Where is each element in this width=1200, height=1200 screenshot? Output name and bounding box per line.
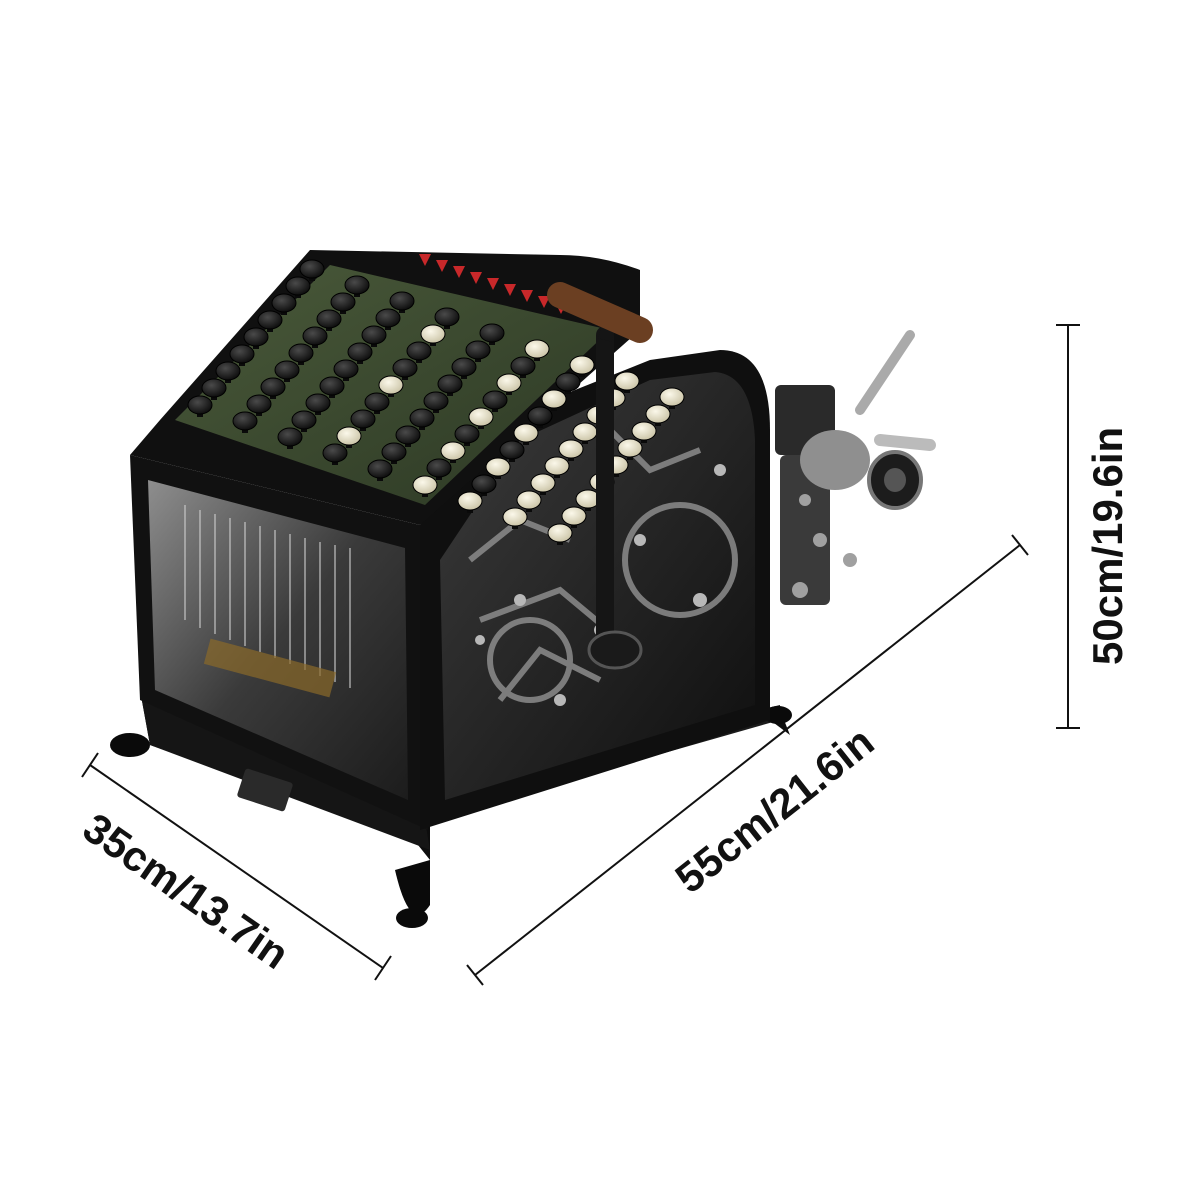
key-dark: [288, 343, 314, 363]
key-dark: [187, 395, 213, 415]
dimension-height: 50cm/19.6in: [1056, 324, 1131, 729]
key-dark: [361, 325, 387, 345]
key-light: [336, 426, 362, 446]
key-dark: [426, 458, 452, 478]
key-red: [453, 266, 465, 278]
key-dark: [291, 410, 317, 430]
key-light: [496, 373, 522, 393]
key-light: [530, 473, 556, 493]
key-dark: [364, 392, 390, 412]
key-red: [504, 284, 516, 296]
key-light: [617, 438, 643, 458]
key-dark: [246, 394, 272, 414]
depth-label: 35cm/13.7in: [75, 804, 298, 978]
key-dark: [454, 424, 480, 444]
key-red: [487, 278, 499, 290]
key-light: [378, 375, 404, 395]
key-dark: [333, 359, 359, 379]
key-dark: [260, 377, 286, 397]
key-red: [521, 290, 533, 302]
key-red: [419, 254, 431, 266]
key-dark: [381, 442, 407, 462]
key-dark: [347, 342, 373, 362]
key-dark: [499, 440, 525, 460]
key-dark: [229, 344, 255, 364]
key-dark: [395, 425, 421, 445]
key-light: [457, 491, 483, 511]
width-label: 55cm/21.6in: [666, 718, 882, 902]
key-dark: [437, 374, 463, 394]
key-dark: [232, 411, 258, 431]
key-dark: [479, 323, 505, 343]
key-dark: [555, 372, 581, 392]
key-dark: [344, 275, 370, 295]
key-dark: [375, 308, 401, 328]
key-light: [572, 422, 598, 442]
key-light: [645, 404, 671, 424]
key-dark: [319, 376, 345, 396]
key-dark: [302, 326, 328, 346]
key-dark: [367, 459, 393, 479]
key-dark: [305, 393, 331, 413]
key-light: [485, 457, 511, 477]
key-dark: [277, 427, 303, 447]
key-light: [468, 407, 494, 427]
key-red: [436, 260, 448, 272]
key-light: [502, 507, 528, 527]
key-dark: [330, 292, 356, 312]
key-dark: [243, 327, 269, 347]
key-light: [541, 389, 567, 409]
key-light: [524, 339, 550, 359]
key-dark: [392, 358, 418, 378]
key-light: [558, 439, 584, 459]
key-dark: [471, 474, 497, 494]
front-glass-panel: [130, 455, 428, 830]
key-dark: [350, 409, 376, 429]
key-light: [516, 490, 542, 510]
key-red: [470, 272, 482, 284]
key-dark: [409, 408, 435, 428]
key-dark: [465, 340, 491, 360]
key-dark: [434, 307, 460, 327]
key-light: [614, 371, 640, 391]
key-dark: [285, 276, 311, 296]
key-dark: [257, 310, 283, 330]
key-light: [547, 523, 573, 543]
key-light: [561, 506, 587, 526]
key-dark: [406, 341, 432, 361]
key-light: [569, 355, 595, 375]
key-dark: [510, 356, 536, 376]
key-dark: [451, 357, 477, 377]
key-dark: [316, 309, 342, 329]
height-label: 50cm/19.6in: [1084, 427, 1131, 665]
key-red: [538, 296, 550, 308]
key-light: [544, 456, 570, 476]
key-light: [412, 475, 438, 495]
keys: [187, 254, 685, 545]
key-dark: [322, 443, 348, 463]
adding-machine: [110, 250, 936, 928]
key-dark: [423, 391, 449, 411]
key-light: [513, 423, 539, 443]
key-dark: [482, 390, 508, 410]
key-light: [631, 421, 657, 441]
key-dark: [527, 406, 553, 426]
key-light: [659, 387, 685, 407]
key-dark: [274, 360, 300, 380]
key-light: [420, 324, 446, 344]
crank-lever: [547, 282, 653, 670]
key-dark: [201, 378, 227, 398]
key-dark: [389, 291, 415, 311]
key-dark: [215, 361, 241, 381]
key-dark: [271, 293, 297, 313]
print-mechanism: [775, 330, 936, 605]
key-dark: [299, 259, 325, 279]
key-light: [440, 441, 466, 461]
